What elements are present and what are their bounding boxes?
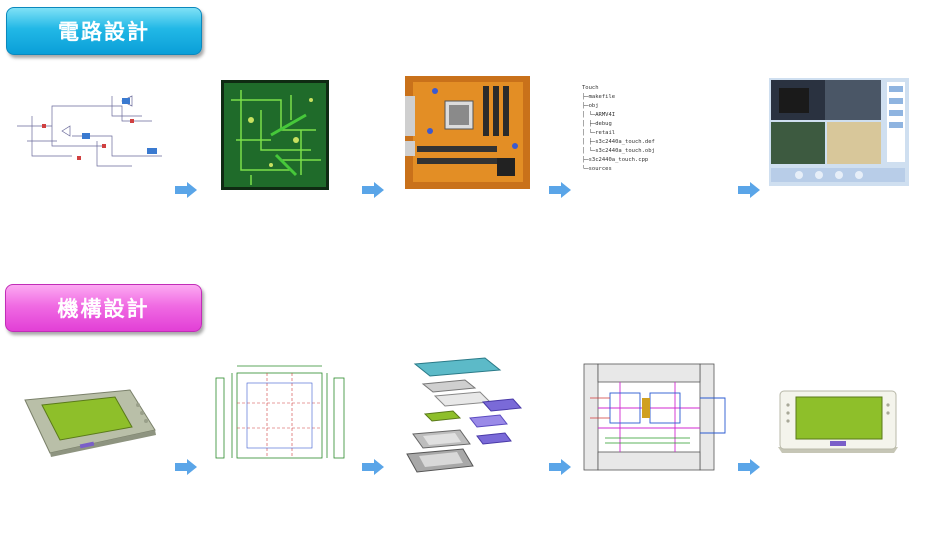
flow-arrow-icon xyxy=(738,182,760,198)
file-tree-line: │ └─ARMV4I xyxy=(582,112,616,118)
file-tree-line: ├─makefile xyxy=(582,94,616,100)
exploded-view-image xyxy=(406,357,523,473)
flow-arrow-icon xyxy=(549,459,571,475)
circuit-design-title: 電路設計 xyxy=(6,7,202,55)
device-3d-model-image xyxy=(24,389,156,457)
file-tree-line: ├─s3c2440a_touch.cpp xyxy=(582,157,649,163)
flow-arrow-icon xyxy=(175,459,197,475)
flow-arrow-icon xyxy=(362,182,384,198)
motherboard-image xyxy=(405,76,530,189)
flow-arrow-icon xyxy=(175,182,197,198)
file-tree-line: ├─obj xyxy=(582,103,599,109)
circuit-design-label: 電路設計 xyxy=(58,20,150,44)
source-file-tree: Touch ├─makefile ├─obj │ └─ARMV4I │ ├─de… xyxy=(582,84,722,180)
engineering-drawing-image xyxy=(212,358,352,468)
file-tree-line: └─sources xyxy=(582,166,612,172)
pcb-layout-image xyxy=(221,80,329,190)
software-ui-image xyxy=(769,78,909,186)
flow-arrow-icon xyxy=(738,459,760,475)
file-tree-line: │ ├─s3c2440a_touch.def xyxy=(582,139,655,145)
file-tree-line: │ └─retail xyxy=(582,130,616,136)
mold-design-image xyxy=(580,358,730,476)
file-tree-line: Touch xyxy=(582,85,599,91)
mechanical-design-title: 機構設計 xyxy=(5,284,202,332)
flow-arrow-icon xyxy=(549,182,571,198)
schematic-image xyxy=(12,86,172,174)
flow-arrow-icon xyxy=(362,459,384,475)
finished-device-image xyxy=(778,390,898,453)
file-tree-line: │ └─s3c2440a_touch.obj xyxy=(582,148,655,154)
file-tree-line: │ ├─debug xyxy=(582,121,612,127)
mechanical-design-label: 機構設計 xyxy=(57,297,150,321)
